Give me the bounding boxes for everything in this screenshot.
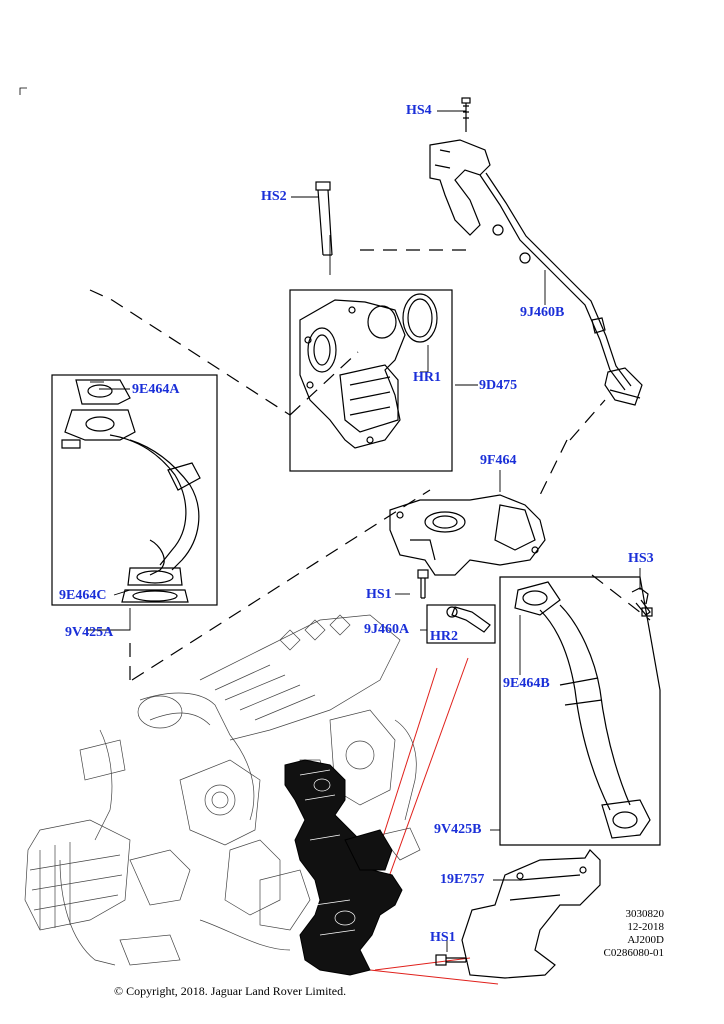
heat-shield-19e757-drawing <box>461 849 601 979</box>
bolt-hs2-drawing <box>315 181 333 256</box>
callout-9e464b[interactable]: 9E464B <box>503 676 550 691</box>
engine-assembly-drawing <box>24 614 421 966</box>
dashed-guide-lines <box>89 249 651 681</box>
callout-19e757[interactable]: 19E757 <box>440 872 485 887</box>
bolt-hs1-bottom-drawing <box>435 954 467 966</box>
callout-9v425b[interactable]: 9V425B <box>434 822 482 837</box>
leader-lines <box>86 110 641 952</box>
egr-valve-9d475-drawing <box>299 299 406 449</box>
sensor-9j460a-drawing <box>446 606 491 633</box>
reference-block: 3030820 12-2018 AJ200D C0286080-01 <box>570 908 665 960</box>
callout-hs4[interactable]: HS4 <box>406 103 432 118</box>
box-tube-a <box>51 374 218 606</box>
callout-9v425a[interactable]: 9V425A <box>65 625 114 640</box>
callout-9j460b[interactable]: 9J460B <box>520 305 565 320</box>
egr-assembly-highlight-detail <box>299 769 356 936</box>
callout-hs2[interactable]: HS2 <box>261 189 287 204</box>
box-sensor <box>426 604 496 644</box>
box-tube-b <box>499 576 661 846</box>
o-ring-hr1-drawing <box>402 293 438 343</box>
bolt-hs3-drawing <box>631 587 653 617</box>
callout-9j460a[interactable]: 9J460A <box>364 622 410 637</box>
callout-9e464c[interactable]: 9E464C <box>59 588 107 603</box>
tube-9v425a-drawing <box>61 379 201 603</box>
bolt-hs1-top-drawing <box>417 569 429 599</box>
reference-illustration-id: C0286080-01 <box>603 947 665 959</box>
callout-hr2[interactable]: HR2 <box>430 629 458 644</box>
callout-9d475[interactable]: 9D475 <box>479 378 518 393</box>
corner-mark <box>19 87 27 95</box>
callout-hr1[interactable]: HR1 <box>413 370 441 385</box>
callout-9e464a[interactable]: 9E464A <box>132 382 180 397</box>
callout-hs3[interactable]: HS3 <box>628 551 654 566</box>
pipe-9j460b-drawing <box>429 139 643 406</box>
box-egr-valve <box>289 289 453 472</box>
tube-9v425b-drawing <box>514 581 651 839</box>
callout-hs1-bottom[interactable]: HS1 <box>430 930 456 945</box>
egr-housing-9f464-drawing <box>389 494 546 576</box>
bolt-hs4-drawing <box>461 97 471 132</box>
reference-date: 12-2018 <box>627 921 664 933</box>
callout-hs1-top[interactable]: HS1 <box>366 587 392 602</box>
reference-model: AJ200D <box>627 934 664 946</box>
egr-assembly-highlight <box>284 759 403 976</box>
red-leader-lines <box>357 657 499 985</box>
callout-9f464[interactable]: 9F464 <box>480 453 517 468</box>
copyright-notice: © Copyright, 2018. Jaguar Land Rover Lim… <box>114 984 347 998</box>
reference-number: 3030820 <box>625 908 665 920</box>
